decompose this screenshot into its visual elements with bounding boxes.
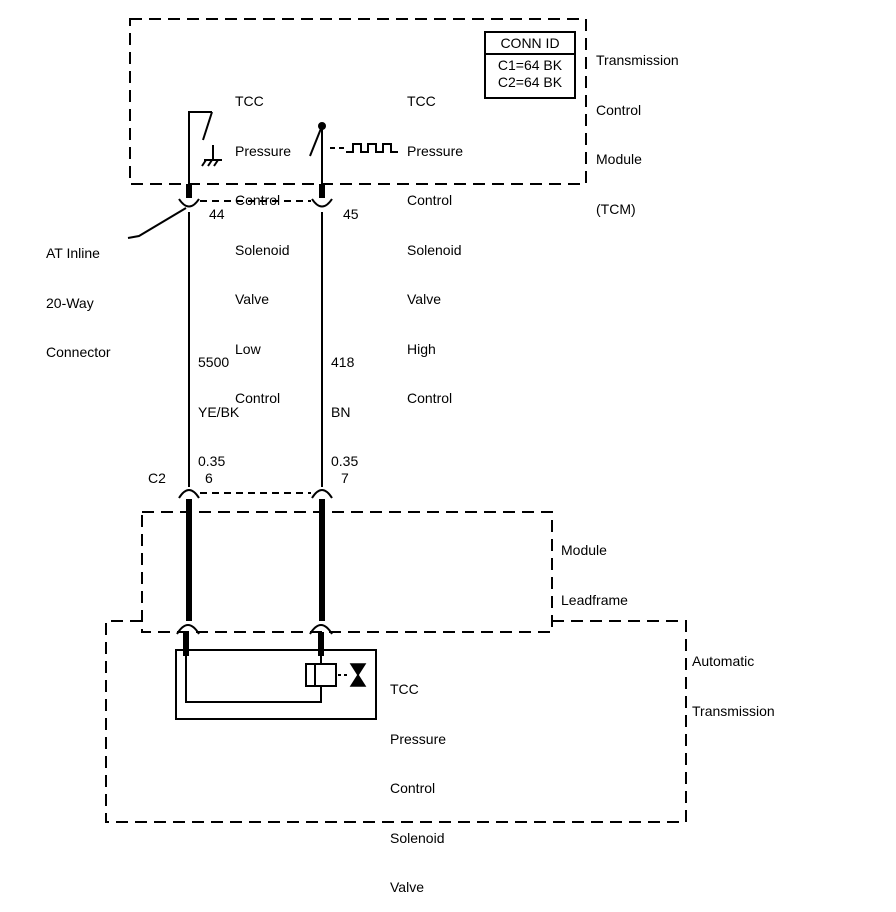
module-leadframe-boundary xyxy=(141,511,553,633)
high-control-label-line: Pressure xyxy=(407,142,464,159)
low-control-label-line: Control xyxy=(235,390,281,406)
c2-pin-7: 7 xyxy=(341,470,349,486)
automatic-transmission-label-line: Automatic xyxy=(692,653,755,669)
solenoid-label-line: Valve xyxy=(390,879,424,895)
solenoid-stub-right xyxy=(318,632,324,656)
valve-icon xyxy=(349,663,367,687)
low-control-label-line: TCC xyxy=(235,93,264,109)
low-control-label-line: Control xyxy=(235,192,281,208)
module-leadframe-label-line: Leadframe xyxy=(561,591,628,608)
inline-terminal-44 xyxy=(178,198,200,208)
solenoid-stub-left xyxy=(183,632,189,656)
conn-id-box: CONN ID C1=64 BK C2=64 BK xyxy=(484,31,576,99)
conn-id-rows: C1=64 BK C2=64 BK xyxy=(486,57,574,91)
tcm-title-line: Module xyxy=(596,151,642,167)
high-control-label-line: High xyxy=(407,340,436,357)
solenoid-label: TCC Pressure Control Solenoid Valve xyxy=(390,648,446,912)
automatic-transmission-label-line: Transmission xyxy=(692,702,775,719)
solenoid-component-box xyxy=(175,649,377,720)
high-control-label-line: TCC xyxy=(407,93,436,109)
inline-pin-44: 44 xyxy=(209,206,225,222)
inline-pin-45: 45 xyxy=(343,206,359,222)
conn-id-header: CONN ID xyxy=(486,33,574,55)
low-control-label-line: Pressure xyxy=(235,142,292,159)
solenoid-label-line: Control xyxy=(390,780,436,796)
wiring-diagram xyxy=(105,18,687,823)
solenoid-label-line: TCC xyxy=(390,681,419,697)
low-control-label-line: Solenoid xyxy=(235,241,290,258)
high-control-label-line: Control xyxy=(407,390,453,406)
tcm-title-line: Transmission xyxy=(596,52,679,68)
wire-circuit: 418 xyxy=(331,354,355,370)
wire-stub-tcm-left xyxy=(186,184,192,198)
wire-gauge: 0.35 xyxy=(331,453,359,469)
inline-terminal-45 xyxy=(311,198,333,208)
wire-5500-label: 5500 YE/BK 0.35 xyxy=(198,321,239,486)
high-control-label-line: Control xyxy=(407,192,453,208)
lower-terminal-left xyxy=(176,624,200,635)
wire-418-label: 418 BN 0.35 xyxy=(331,321,358,486)
automatic-transmission-boundary xyxy=(105,620,687,823)
wire-gauge: 0.35 xyxy=(198,453,226,469)
low-control-label: TCC Pressure Control Solenoid Valve Low … xyxy=(235,60,291,423)
high-control-pwm-icon xyxy=(309,122,398,186)
wire-color: BN xyxy=(331,403,351,420)
wire-circuit: 5500 xyxy=(198,354,230,370)
high-control-label: TCC Pressure Control Solenoid Valve High… xyxy=(407,60,463,423)
conn-id-row: C1=64 BK xyxy=(497,57,563,73)
inline-connector-label: AT Inline 20-Way Connector xyxy=(46,212,111,377)
solenoid-label-line: Pressure xyxy=(390,730,447,747)
inline-connector-label-line: Connector xyxy=(46,344,111,360)
low-control-label-line: Valve xyxy=(235,291,269,307)
solenoid-label-line: Solenoid xyxy=(390,829,445,846)
inline-connector-label-line: 20-Way xyxy=(46,294,94,311)
tcm-boundary xyxy=(129,18,587,185)
wire-color: YE/BK xyxy=(198,403,240,420)
leadframe-wire-right xyxy=(319,499,325,621)
module-leadframe-label-line: Module xyxy=(561,542,607,558)
tcm-title-line: (TCM) xyxy=(596,200,636,217)
leadframe-wire-left xyxy=(186,499,192,621)
c2-label: C2 xyxy=(148,470,166,486)
low-control-switch-icon xyxy=(188,111,222,186)
high-control-label-line: Valve xyxy=(407,291,441,307)
tcm-title-line: Control xyxy=(596,101,642,118)
low-control-label-line: Low xyxy=(235,340,261,357)
lower-terminal-right xyxy=(309,624,333,635)
high-control-label-line: Solenoid xyxy=(407,241,462,258)
c2-terminal-6 xyxy=(178,489,200,499)
solenoid-coil-icon xyxy=(185,656,348,703)
module-leadframe-label: Module Leadframe xyxy=(561,509,628,625)
wire-stub-tcm-right xyxy=(319,184,325,198)
tcm-title: Transmission Control Module (TCM) xyxy=(596,19,679,234)
inline-connector-leader xyxy=(127,207,187,239)
c2-terminal-7 xyxy=(311,489,333,499)
inline-connector-label-line: AT Inline xyxy=(46,245,100,261)
conn-id-row: C2=64 BK xyxy=(497,74,563,90)
automatic-transmission-label: Automatic Transmission xyxy=(692,620,775,736)
c2-pin-6: 6 xyxy=(205,470,213,486)
